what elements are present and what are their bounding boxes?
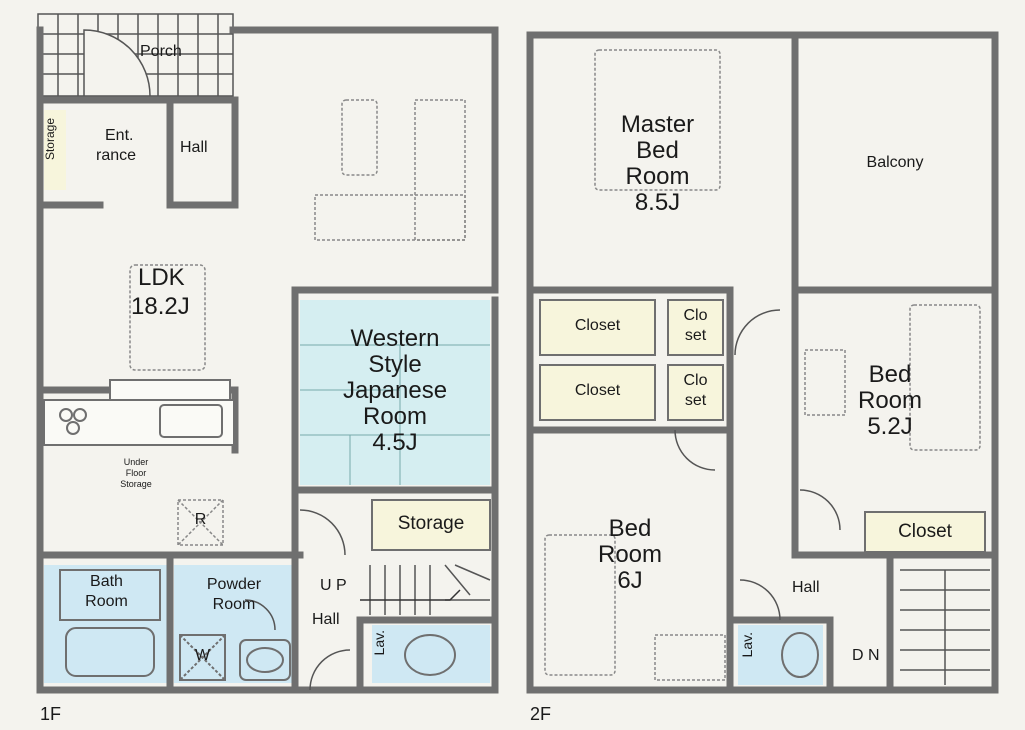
storage-entrance-label: Storage: [43, 118, 57, 161]
lav2-fixtures: [781, 632, 819, 678]
balcony-label: Balcony: [866, 154, 924, 171]
underfloor-line2: Floor: [125, 468, 147, 478]
japanese-room-line1: Western: [350, 325, 440, 352]
storage1-fill: [371, 499, 491, 551]
ldk-furniture: [129, 99, 466, 546]
hall-stairs-label: Hall: [312, 611, 340, 628]
bed-left-line1: Bed: [608, 515, 652, 542]
ldk-label: LDK: [138, 264, 185, 291]
bath-label-line1: Bath: [90, 573, 123, 590]
japanese-room-line4: Room: [362, 403, 428, 430]
lav2-label: Lav.: [739, 632, 755, 658]
closet-small-b-line2: set: [684, 392, 707, 409]
underfloor-line3: Storage: [120, 479, 152, 489]
floor-1-label: 1F: [40, 704, 62, 724]
lav1-label: Lav.: [371, 630, 387, 656]
bed-left-size: 6J: [617, 567, 643, 594]
closet-small-b-fill: [667, 364, 724, 421]
floor-1-walls: [36, 26, 499, 694]
hall-entrance-label: Hall: [180, 139, 208, 156]
entrance-label-line2: rance: [96, 147, 137, 164]
closet-b-label: Closet: [574, 382, 621, 399]
master-label-line3: Room: [625, 163, 690, 190]
storage-entrance-fill: [44, 110, 66, 190]
japanese-room-fill: [300, 300, 490, 485]
tatami-lines: [300, 344, 490, 485]
storage-main-label: Storage: [397, 513, 465, 534]
closet-small-a-line2: set: [684, 327, 707, 344]
entrance-label-line1: Ent.: [105, 127, 134, 144]
japanese-room-line2: Style: [368, 351, 422, 378]
floor-2-walls: [526, 31, 999, 694]
stairs-2f: [900, 569, 990, 685]
master-size: 8.5J: [634, 189, 681, 216]
master-label-line2: Bed: [636, 137, 679, 164]
hall-2f-label: Hall: [792, 579, 820, 596]
bed-right-line1: Bed: [868, 361, 912, 388]
closet-small-a-line1: Clo: [683, 307, 708, 324]
fridge-label: R: [194, 511, 207, 528]
closet-b-fill: [539, 364, 656, 421]
doors-1f: [244, 509, 351, 691]
closet-right-label: Closet: [898, 521, 952, 542]
stairs-up-label: U P: [320, 577, 347, 594]
closet-a-fill: [539, 299, 656, 356]
entry-door-swing: [83, 29, 151, 97]
doors-2f: [674, 309, 841, 621]
stairs-1f: [360, 564, 491, 615]
japanese-room-line3: Japanese: [342, 377, 448, 404]
bath-label-line2: Room: [85, 593, 128, 610]
closet-a-label: Closet: [574, 317, 621, 334]
closet-small-a-fill: [667, 299, 724, 356]
powder-label-line1: Powder: [206, 576, 262, 593]
ldk-size: 18.2J: [131, 293, 190, 320]
bed-right-size: 5.2J: [867, 413, 913, 440]
floor-2-label: 2F: [530, 704, 552, 724]
porch-label: Porch: [140, 43, 182, 60]
bed-furniture: [544, 49, 981, 681]
master-label-line1: Master: [620, 111, 695, 138]
bed-right-line2: Room: [857, 387, 923, 414]
japanese-room-size: 4.5J: [372, 429, 418, 456]
bed-left-line2: Room: [597, 541, 663, 568]
stairs-down-label: D N: [852, 647, 880, 664]
floor-1-plan: [36, 13, 499, 694]
bath-fill: [44, 565, 169, 683]
floor-2-plan: [526, 31, 999, 694]
closet-small-b-line1: Clo: [683, 372, 708, 389]
washer-label: W: [194, 647, 211, 664]
powder-label-line2: Room: [212, 596, 256, 613]
underfloor-line1: Under: [123, 457, 149, 467]
kitchen-counter: [43, 379, 235, 446]
bath-fixtures: [59, 569, 456, 681]
